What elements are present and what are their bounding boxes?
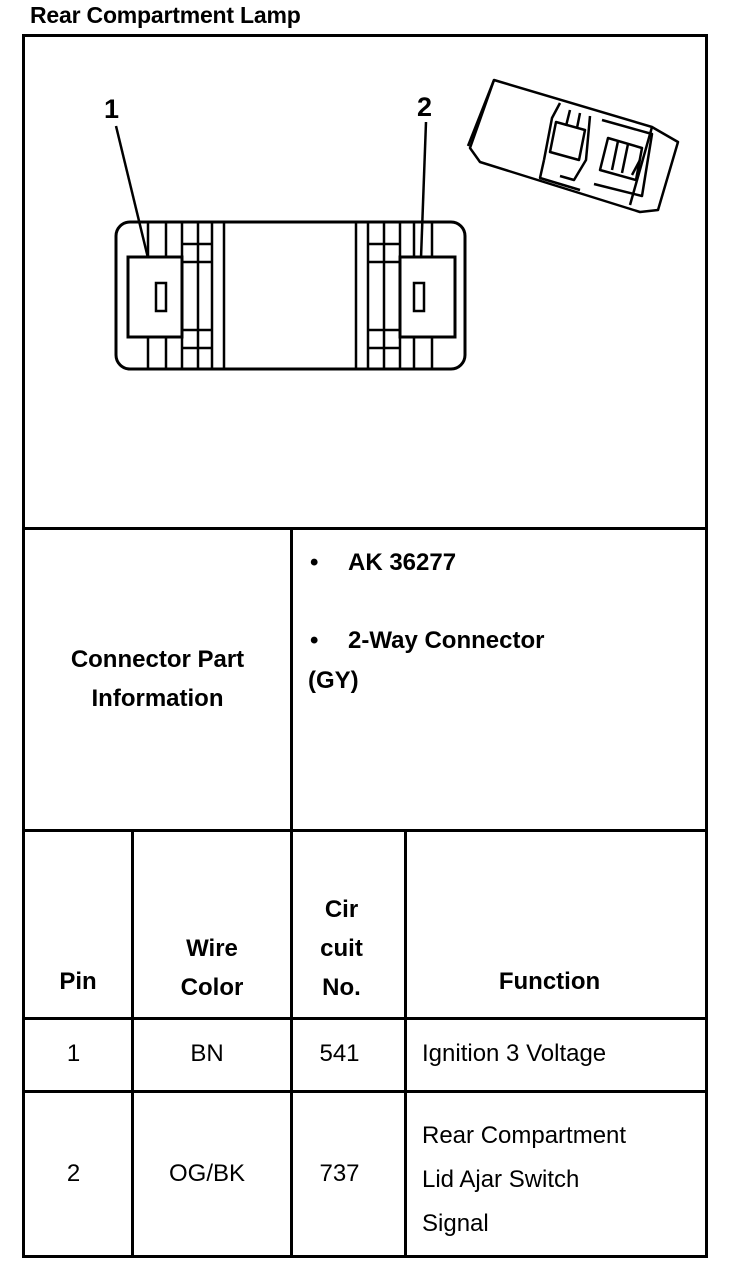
row-1-function: Ignition 3 Voltage: [422, 1040, 607, 1067]
row-1-pin: 1: [66, 1040, 81, 1067]
pin-callout-2: 2: [417, 92, 432, 122]
bullet-icon: •: [310, 627, 319, 654]
header-function: Function: [407, 968, 692, 996]
part-number: AK 36277: [348, 549, 457, 576]
header-pin-label: Pin: [59, 968, 97, 995]
divider-col-wire: [290, 829, 293, 1258]
header-circuit-line1: Cir: [324, 896, 359, 923]
pin-callout-1: 1: [104, 94, 119, 124]
connector-type-item: • 2-Way Connector: [300, 627, 544, 655]
page-title: Rear Compartment Lamp: [30, 2, 301, 28]
header-circuit-no: Cir cuit No.: [293, 890, 390, 1007]
header-circuit-line2: cuit: [320, 935, 363, 962]
divider-header: [22, 1017, 708, 1020]
divider-col-pin: [131, 829, 134, 1258]
part-info-label-line1: Connector Part: [70, 646, 245, 673]
row-2-function-line2: Lid Ajar Switch: [422, 1166, 580, 1193]
header-wire-color-line2: Color: [180, 974, 244, 1001]
divider-row-1: [22, 1090, 708, 1093]
part-info-label: Connector Part Information: [25, 640, 290, 718]
terminal-slot-2: [412, 281, 426, 313]
terminal-cavity-2: [398, 255, 457, 339]
divider-part-info: [22, 829, 708, 832]
row-1-circuit: 541: [319, 1040, 360, 1067]
row-2-function-line3: Signal: [422, 1210, 489, 1237]
pin-1-leader: [114, 125, 150, 259]
part-info-bullets: • AK 36277 • 2-Way Connector (GY): [300, 549, 544, 695]
part-number-item: • AK 36277: [300, 549, 544, 577]
pin-2-leader: [419, 121, 428, 259]
connector-type: 2-Way Connector: [348, 627, 545, 654]
connector-table-frame: [22, 34, 708, 1258]
right-rib-structure: [354, 222, 434, 369]
left-rib-structure: [146, 222, 226, 369]
divider-part-info-col: [290, 527, 293, 832]
header-wire-color: Wire Color: [134, 929, 290, 1007]
divider-diagram: [22, 527, 708, 530]
bullet-icon: •: [310, 549, 319, 576]
row-2-function: Rear Compartment Lid Ajar Switch Signal: [422, 1114, 702, 1246]
row-2-wire-color: OG/BK: [168, 1160, 246, 1187]
connector-isometric-icon: [466, 78, 680, 214]
row-2-function-line1: Rear Compartment: [422, 1122, 627, 1149]
header-pin: Pin: [25, 968, 131, 996]
divider-col-circuit: [404, 829, 407, 1258]
connector-face-body: [114, 220, 467, 371]
connector-diagram: 1 2: [104, 78, 680, 371]
header-wire-color-line1: Wire: [186, 935, 238, 962]
connector-color: (GY): [308, 667, 359, 694]
header-function-label: Function: [498, 968, 601, 995]
row-1-wire-color: BN: [190, 1040, 224, 1067]
terminal-slot-1: [154, 281, 168, 313]
row-2-circuit: 737: [319, 1160, 360, 1187]
header-circuit-line3: No.: [322, 974, 361, 1001]
part-info-label-line2: Information: [91, 685, 224, 712]
row-2-pin: 2: [66, 1160, 81, 1187]
